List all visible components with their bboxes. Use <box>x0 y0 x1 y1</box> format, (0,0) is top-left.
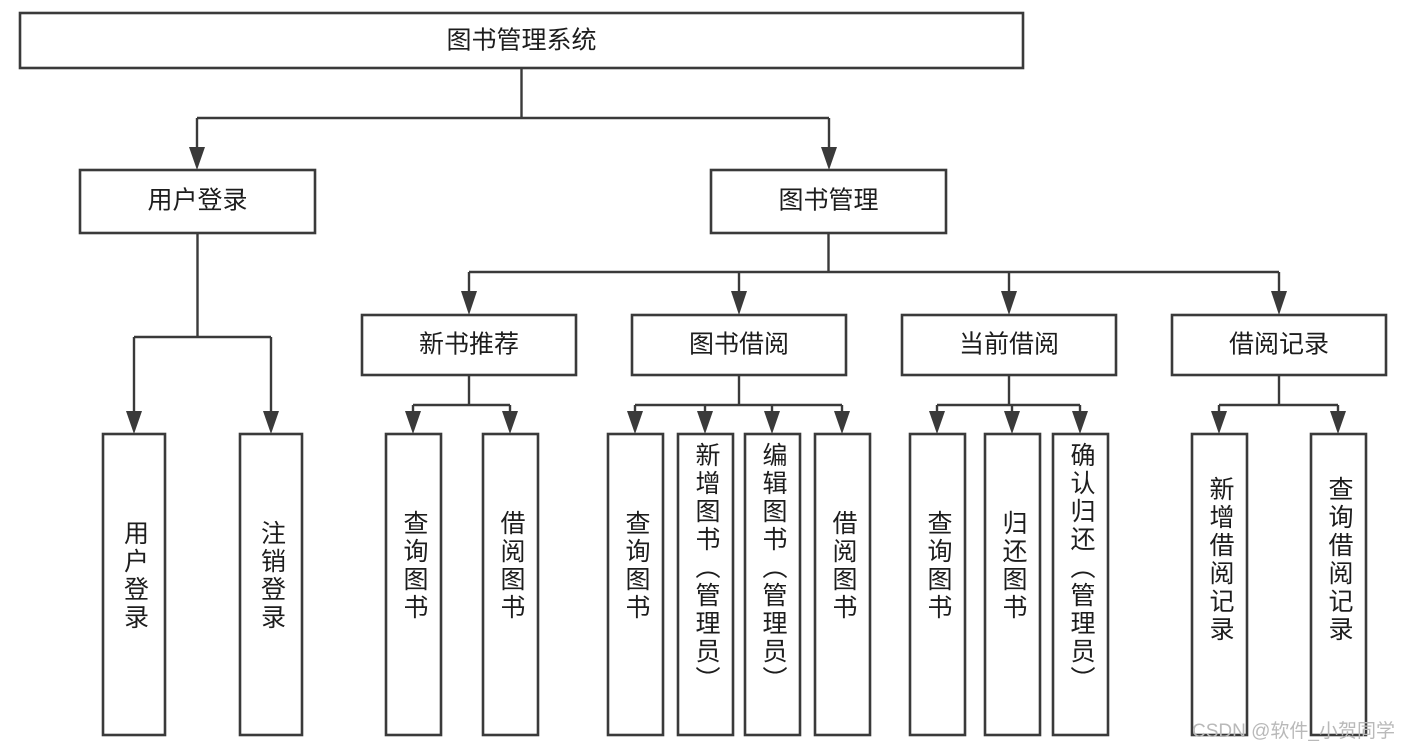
leaf-box-edit-book-admin[interactable] <box>743 432 802 737</box>
leaf-box-add-borrow-record[interactable] <box>1190 432 1249 737</box>
connector-borrowrecord-to-leaves <box>1211 375 1346 434</box>
leaf-box-query-book-2[interactable] <box>606 432 665 737</box>
node-borrow-record-label: 借阅记录 <box>1229 331 1329 359</box>
connector-newbook-to-leaves <box>405 375 518 434</box>
node-book-borrow-label: 图书借阅 <box>689 331 789 359</box>
connector-userlogin-to-leaves <box>126 233 279 434</box>
leaf-box-borrow-book-1[interactable] <box>481 432 540 737</box>
leaf-box-query-borrow-record[interactable] <box>1309 432 1368 737</box>
node-book-manage[interactable]: 图书管理 <box>709 168 948 235</box>
leaf-box-user-login[interactable] <box>101 432 167 737</box>
leaf-box-query-book-1[interactable] <box>384 432 443 737</box>
node-root[interactable]: 图书管理系统 <box>18 11 1025 70</box>
node-new-book-recommend-label: 新书推荐 <box>419 331 519 359</box>
node-user-login-box[interactable] <box>78 168 317 235</box>
node-borrow-record-box[interactable] <box>1170 313 1388 377</box>
leaf-box-query-book-3[interactable] <box>908 432 967 737</box>
node-borrow-record[interactable]: 借阅记录 <box>1170 313 1388 377</box>
connector-currentborrow-to-leaves <box>929 375 1088 434</box>
connector-bookmanage-to-level3 <box>461 233 1287 315</box>
node-current-borrow[interactable]: 当前借阅 <box>900 313 1118 377</box>
node-root-label: 图书管理系统 <box>446 27 596 55</box>
leaf-box-borrow-book-2[interactable] <box>813 432 872 737</box>
node-user-login-label: 用户登录 <box>147 187 247 215</box>
node-book-manage-box[interactable] <box>709 168 948 235</box>
leaf-box-add-book-admin[interactable] <box>676 432 735 737</box>
leaf-box-return-book[interactable] <box>983 432 1042 737</box>
node-book-borrow-box[interactable] <box>630 313 848 377</box>
connector-root-to-level2 <box>189 68 837 170</box>
node-new-book-recommend[interactable]: 新书推荐 <box>360 313 578 377</box>
csdn-watermark: CSDN @软件_小贺同学 <box>1192 721 1395 742</box>
node-root-box[interactable] <box>18 11 1025 70</box>
node-book-manage-label: 图书管理 <box>778 187 878 215</box>
leaf-box-user-logout[interactable] <box>238 432 304 737</box>
node-current-borrow-label: 当前借阅 <box>959 331 1059 359</box>
node-user-login[interactable]: 用户登录 <box>78 168 317 235</box>
node-new-book-recommend-box[interactable] <box>360 313 578 377</box>
leaf-box-confirm-return-admin[interactable] <box>1051 432 1110 737</box>
node-current-borrow-box[interactable] <box>900 313 1118 377</box>
connector-bookborrow-to-leaves <box>627 375 850 434</box>
node-book-borrow[interactable]: 图书借阅 <box>630 313 848 377</box>
